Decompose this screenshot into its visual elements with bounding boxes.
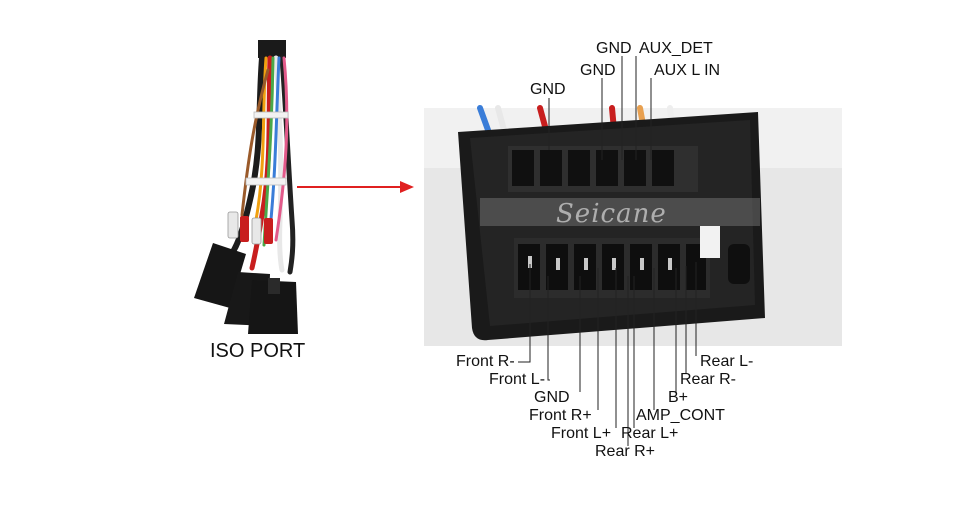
label-top-gnd-1: GND	[596, 40, 632, 57]
label-gnd-bottom: GND	[534, 389, 570, 406]
pointer-arrow	[297, 181, 414, 193]
label-rear-r-minus: Rear R-	[680, 371, 737, 388]
label-top-aux-l-in: AUX L IN	[654, 62, 721, 79]
connector-photo	[424, 105, 842, 346]
label-rear-l-plus: Rear L+	[621, 425, 679, 442]
bottom-pointer-lines	[518, 262, 697, 446]
label-rear-l-minus: Rear L-	[700, 353, 754, 370]
watermark-text: Seicane	[556, 199, 667, 229]
label-top-gnd-3: GND	[530, 81, 566, 98]
label-top-aux-det: AUX_DET	[639, 40, 713, 57]
label-front-l-plus: Front L+	[551, 425, 612, 442]
label-top-gnd-2: GND	[580, 62, 616, 79]
label-rear-r-plus: Rear R+	[595, 443, 656, 460]
harness-illustration	[194, 40, 298, 334]
label-front-r-plus: Front R+	[529, 407, 592, 424]
label-amp-cont: AMP_CONT	[636, 407, 725, 424]
label-front-r-minus: Front R-	[456, 353, 515, 370]
top-pointer-lines	[548, 56, 652, 160]
label-b-plus: B+	[668, 389, 689, 406]
iso-port-caption: ISO PORT	[210, 340, 305, 362]
label-front-l-minus: Front L-	[489, 371, 546, 388]
